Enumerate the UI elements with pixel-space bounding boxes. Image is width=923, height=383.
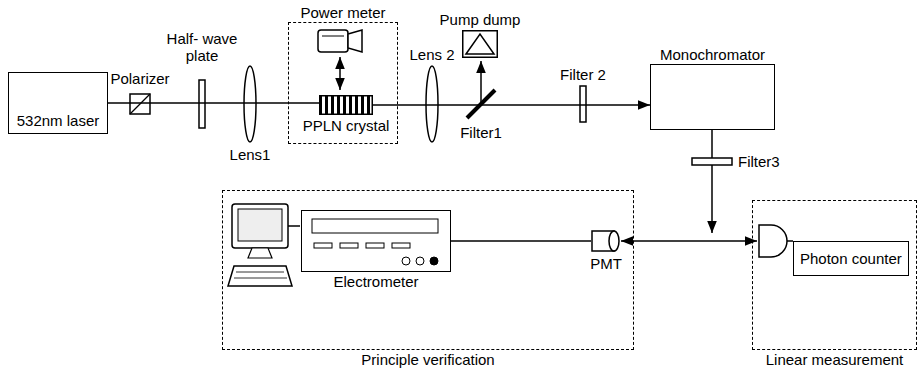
pump-dump-art [466, 34, 494, 54]
photon-counter-art [759, 225, 787, 257]
polarizer-cube [130, 94, 150, 114]
power-meter-icon [318, 30, 362, 52]
filter-label: Filter1 [460, 124, 502, 141]
filter-2 [580, 86, 586, 122]
computer-wire [288, 225, 300, 227]
electrometer-art [392, 243, 410, 248]
filter-2 [580, 86, 586, 122]
electrometer-art [402, 257, 410, 265]
electrometer-art [312, 219, 438, 233]
electrometer-art [430, 257, 438, 265]
electrometer-label: Electrometer [333, 273, 418, 290]
polarizer-label: Polarizer [110, 70, 169, 87]
waveplate-label: Half- wave plate [166, 30, 238, 65]
pmt-detector: PMT [591, 229, 621, 253]
computer-icon [234, 272, 287, 278]
beam-connector [451, 240, 591, 242]
lens-1 [244, 66, 256, 142]
computer-icon [228, 204, 292, 286]
lens-2 [426, 66, 438, 142]
ppln-crystal-label: PPLN crystal [303, 117, 390, 134]
output-arrow [711, 130, 713, 233]
filter-label: Filter3 [738, 153, 780, 170]
electrometer-art [340, 243, 358, 248]
photon-counter: Photon counter [757, 223, 912, 281]
power-meter-icon [318, 30, 348, 52]
principle-verification-group-label: Principle verification [361, 351, 494, 368]
pump-arrow [481, 61, 482, 104]
laser-box-label: 532nm laser [17, 112, 100, 129]
polarizer-cube [130, 94, 150, 114]
principle-verification-group: ElectrometerPMTPrinciple verification [222, 190, 634, 350]
half-wave-plate [199, 80, 205, 128]
laser-box: 532nm laser [8, 72, 108, 134]
power-meter-arrow [339, 57, 341, 90]
filter-3 [692, 158, 732, 165]
pump-dump-art [463, 31, 498, 58]
electrometer-art [416, 257, 424, 265]
lens-label: Lens1 [230, 146, 271, 163]
pump-dump-label: Pump dump [440, 11, 521, 28]
pmt-detector-label: PMT [590, 255, 622, 272]
computer-icon [248, 248, 272, 258]
linear-measurement-group: Photon counterLinear measurement [752, 200, 917, 350]
power-meter-icon [348, 30, 362, 52]
computer-icon [238, 209, 282, 241]
lens-label: Lens 2 [409, 46, 454, 63]
pump-arrow [480, 61, 482, 104]
computer-icon [232, 204, 288, 248]
electrometer: Electrometer [301, 210, 451, 272]
ppln-crystal-art [319, 95, 373, 115]
beam-connector [373, 104, 650, 106]
filter-3 [692, 158, 732, 165]
filter-label: Filter 2 [560, 66, 606, 83]
ppln-crystal: PPLN crystal [319, 95, 373, 115]
electrometer-art [314, 243, 332, 248]
pmt-detector-art [609, 231, 619, 251]
pump-dump: Pump dump [462, 30, 498, 58]
power-meter-icon [322, 36, 344, 37]
computer-wire [288, 226, 300, 227]
photon-counter-label: Photon counter [793, 241, 909, 276]
polarizer-cube [130, 94, 150, 114]
monochromator-box-label: Monochromator [660, 46, 765, 63]
electrometer-art [366, 243, 384, 248]
linear-measurement-group-label: Linear measurement [766, 351, 904, 368]
output-arrow [712, 130, 713, 233]
power-meter-group: PPLN crystalPower meter [288, 22, 398, 144]
lens-1 [244, 66, 256, 142]
computer-icon [228, 266, 292, 286]
pmt-detector-art [591, 229, 621, 253]
beam-connector [621, 240, 757, 242]
monochromator-box: Monochromator [650, 64, 775, 130]
ppln-crystal-art [320, 96, 373, 115]
lens-2 [426, 66, 438, 142]
pump-dump-art [462, 30, 498, 58]
electrometer-art [302, 211, 452, 273]
power-meter-group-label: Power meter [300, 4, 385, 21]
power-meter-arrow [340, 57, 341, 90]
half-wave-plate [199, 80, 205, 128]
